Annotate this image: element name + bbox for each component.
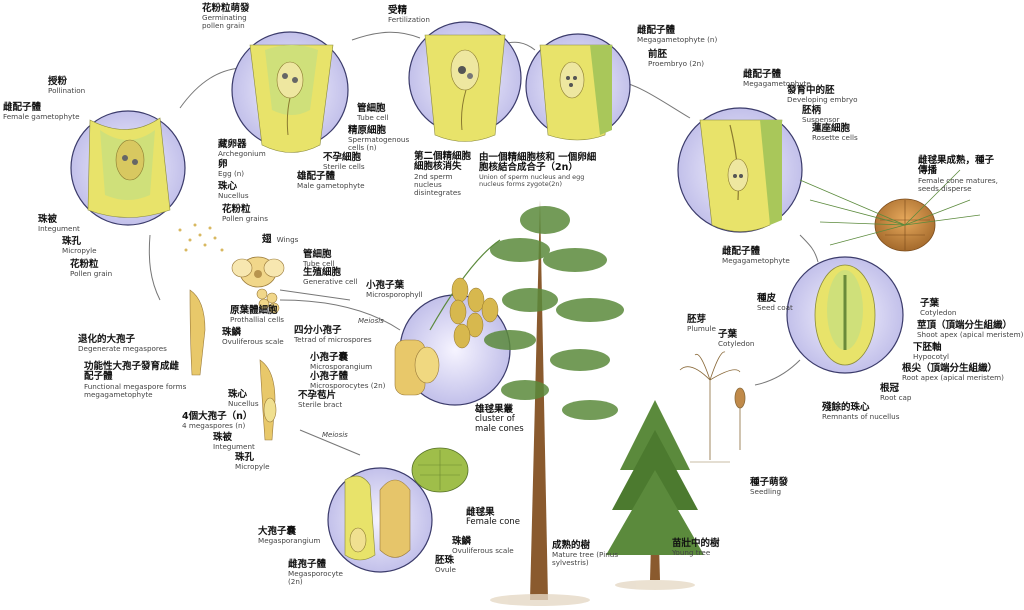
label-integument-mid: 珠被 Integument	[213, 432, 255, 452]
label-proembryo: 前胚 Proembryo (2n)	[648, 49, 705, 69]
seedlings	[679, 351, 746, 463]
label-hypocotyl: 下胚軸 Hypocotyl	[913, 342, 950, 362]
label-microsporophyll: 小孢子葉 Microsporophyll	[366, 280, 423, 300]
fertilization-inset	[408, 21, 522, 142]
label-remnants: 殘餘的珠心 Remnants of nucellus	[822, 402, 900, 422]
label-egg: 卵 Egg (n)	[218, 159, 245, 179]
pollen-stream	[178, 223, 224, 252]
label-cotyledon-l: 子葉 Cotyledon	[718, 329, 755, 349]
label-cotyledon-r: 子葉 Cotyledon	[920, 298, 957, 318]
label-ovuliferous-bot: 珠鱗 Ovuliferous scale	[452, 536, 514, 556]
label-tetrad: 四分小孢子 Tetrad of microspores	[294, 325, 372, 345]
label-germinating-pollen: 花粉粒萌發 Germinating pollen grain	[202, 3, 250, 31]
label-mature-tree: 成熟的樹 Mature tree (Pinus sylvestris)	[552, 540, 619, 568]
label-union: 由一個精細胞核和 一個卵細胞核結合成合子（2n） Union of sperm …	[479, 152, 597, 189]
label-four-megaspores: 4個大孢子（n） 4 megaspores (n)	[182, 411, 253, 431]
label-root-cap: 根冠 Root cap	[880, 383, 912, 403]
label-micropyle-top: 珠孔 Micropyle	[62, 236, 97, 256]
label-tube-cell-top: 管細胞 Tube cell	[357, 103, 389, 123]
female-ovule-inset	[327, 467, 433, 573]
label-plumule: 胚芽 Plumule	[687, 314, 716, 334]
young-tree	[606, 400, 704, 580]
label-micropyle-mid: 珠孔 Micropyle	[235, 452, 270, 472]
label-megasporangium: 大孢子囊 Megasporangium	[258, 526, 321, 546]
female-cone-green	[411, 447, 469, 493]
pollen-grain-large	[231, 256, 285, 288]
pollination-inset	[70, 110, 186, 226]
label-root-apex: 根尖（頂端分生組織） Root apex (apical meristem)	[902, 363, 1004, 383]
label-seed-coat: 種皮 Seed coat	[757, 293, 793, 313]
label-microsporangium: 小孢子囊 Microsporangium	[310, 352, 373, 372]
label-meiosis-2: Meiosis	[322, 431, 348, 439]
label-pollination: 授粉 Pollination	[48, 76, 86, 96]
developing-embryo-inset	[677, 107, 803, 233]
label-suspensor: 胚柄 Suspensor	[802, 105, 840, 125]
label-developing-embryo: 發育中的胚 Developing embryo	[787, 85, 858, 105]
label-microsporocytes: 小孢子體 Microsporocytes (2n)	[310, 371, 386, 391]
proembryo-inset	[525, 33, 631, 141]
label-ovuliferous-mid: 珠鱗 Ovuliferous scale	[222, 327, 284, 347]
label-sterile-cells: 不孕細胞 Sterile cells	[323, 152, 365, 172]
pine-needles-right	[799, 169, 981, 246]
label-ovule: 胚珠 Ovule	[435, 555, 456, 575]
label-spermatogenous: 精原細胞 Spermatogenous cells (n)	[348, 125, 410, 153]
label-male-gametophyte: 雄配子體 Male gametophyte	[297, 171, 365, 191]
label-integument-top: 珠被 Integument	[38, 214, 80, 234]
label-sterile-bract: 不孕苞片 Sterile bract	[298, 390, 343, 410]
label-megagametophyte-top: 雌配子體 Megagametophyte (n)	[637, 25, 718, 45]
label-archegonium: 藏卵器 Archegonium	[218, 139, 266, 159]
tetrad	[256, 288, 280, 314]
label-pollen-grains: 花粉粒 Pollen grains	[222, 204, 268, 224]
label-functional: 功能性大孢子發育成雌配子體 Functional megaspore forms…	[84, 361, 187, 399]
label-nucellus-top: 珠心 Nucellus	[218, 181, 249, 201]
megaspore-structures	[189, 289, 277, 441]
label-shoot-apex: 莖頂（頂端分生組織） Shoot apex (apical meristem)	[917, 320, 1024, 340]
label-fertilization: 受精 Fertilization	[388, 5, 430, 25]
label-tube-cell-mid: 管細胞 Tube cell	[303, 249, 335, 269]
label-generative-cell: 生殖細胞 Generative cell	[303, 267, 358, 287]
mature-tree	[484, 200, 624, 600]
label-young-tree: 苗壯中的樹 Young tree	[672, 538, 720, 558]
label-megagametophyte-r: 雌配子體 Megagametophyte	[743, 69, 811, 89]
ground	[490, 580, 695, 606]
label-wings: 翅 Wings	[262, 234, 299, 245]
label-pollen-grain: 花粉粒 Pollen grain	[70, 259, 113, 279]
label-prothallial: 原葉體細胞 Prothallial cells	[230, 305, 284, 325]
label-meiosis-1: Meiosis	[358, 317, 384, 325]
label-nucellus-mid: 珠心 Nucellus	[228, 389, 259, 409]
label-second-sperm: 第二個精細胞 細胞核消失 2nd sperm nucleus disintegr…	[414, 151, 472, 197]
label-degenerate: 退化的大孢子 Degenerate megaspores	[78, 334, 167, 354]
label-megagametophyte-seed: 雌配子體 Megagametophyte	[722, 246, 790, 266]
label-seedling: 種子萌發 Seedling	[750, 477, 789, 497]
label-rosette: 蓮座細胞 Rosette cells	[812, 123, 858, 143]
label-megasporocyte: 雌孢子體 Megasporocyte (2n)	[288, 559, 343, 587]
label-male-cones: 雄毬果叢 cluster of male cones	[475, 404, 524, 434]
seed-inset	[786, 256, 904, 374]
label-cone-matures: 雌毬果成熟，種子傳播 Female cone matures, seeds di…	[918, 155, 998, 193]
meiosis-arrows	[279, 289, 361, 456]
label-female-gametophyte: 雌配子體 Female gametophyte	[3, 102, 80, 122]
germinating-pollen-inset	[231, 31, 349, 153]
label-female-cone: 雌毬果 Female cone	[466, 507, 520, 528]
